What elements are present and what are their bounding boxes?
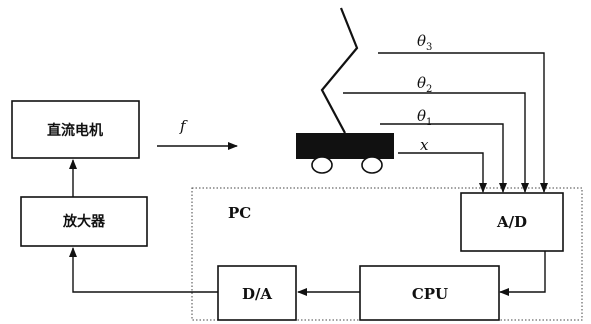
force-label: f [179,117,188,135]
cart-pendulum [296,7,394,174]
theta3-line [378,52,548,193]
cart-wheel-left [311,156,333,174]
ad-block: A/D [460,192,564,252]
x-line [398,152,487,193]
ad-to-cpu-arrow [499,251,546,296]
pendulum-links [320,7,359,134]
amplifier-block: 放大器 [20,196,148,247]
da-block: D/A [217,265,297,321]
cart-body [296,133,394,159]
da-label: D/A [242,285,272,303]
amplifier-label: 放大器 [62,213,106,230]
theta2-line [343,92,529,193]
cart-wheel-right [361,156,383,174]
theta1-label: θ1 [417,107,432,128]
da-to-amplifier-arrow [69,247,218,293]
dc-motor-label: 直流电机 [47,122,103,139]
theta3-label: θ3 [417,32,432,53]
theta2-label: θ2 [417,74,432,95]
cpu-label: CPU [412,285,448,303]
theta1-line [380,123,507,193]
ad-label: A/D [496,213,527,231]
pc-boundary [191,187,583,321]
x-label: x [420,136,429,154]
cpu-block: CPU [359,265,500,321]
pc-label: PC [228,204,251,222]
dc-motor-block: 直流电机 [11,100,140,159]
